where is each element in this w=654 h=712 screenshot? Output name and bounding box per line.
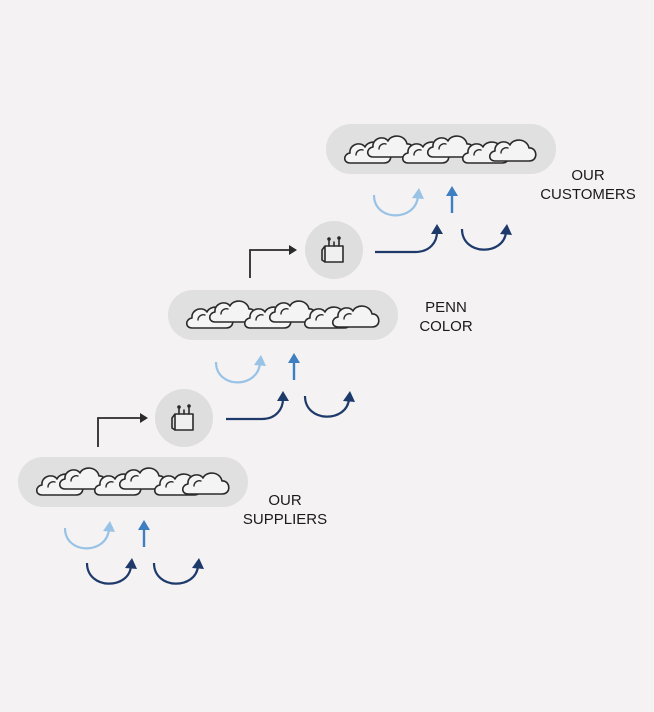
customers-label-line2: CUSTOMERS <box>540 186 636 203</box>
light-arrow-top <box>372 188 424 217</box>
curve-arrow-upper <box>375 224 443 254</box>
bag-node-upper <box>305 221 363 279</box>
suppliers-label-line1: OUR <box>268 492 302 509</box>
u-arrow-bottom-a <box>85 558 137 585</box>
up-arrow-middle <box>288 353 300 380</box>
light-arrow-middle <box>214 355 266 384</box>
customers-label: OUR CUSTOMERS <box>532 166 644 204</box>
u-arrow-top-right <box>460 224 512 251</box>
elbow-arrow-lower <box>97 413 148 447</box>
suppliers-cloud-group <box>18 457 248 507</box>
light-arrow-bottom <box>63 521 115 550</box>
up-arrow-top <box>446 186 458 213</box>
curve-arrow-lower <box>226 391 289 421</box>
customers-cloud-group <box>326 124 556 174</box>
penn-color-label-line1: PENN <box>425 299 467 316</box>
u-arrow-middle-right <box>303 391 355 418</box>
suppliers-label: OUR SUPPLIERS <box>236 491 334 529</box>
elbow-arrow-upper <box>249 245 297 278</box>
suppliers-label-line2: SUPPLIERS <box>242 511 328 528</box>
up-arrow-bottom <box>138 520 150 547</box>
u-arrow-bottom-b <box>152 558 204 585</box>
penn-color-label-line2: COLOR <box>419 318 473 335</box>
customers-label-line1: OUR <box>571 167 605 184</box>
bag-node-lower <box>155 389 213 447</box>
penn-color-label: PENN COLOR <box>406 298 486 336</box>
penn-color-cloud-group <box>168 290 398 340</box>
